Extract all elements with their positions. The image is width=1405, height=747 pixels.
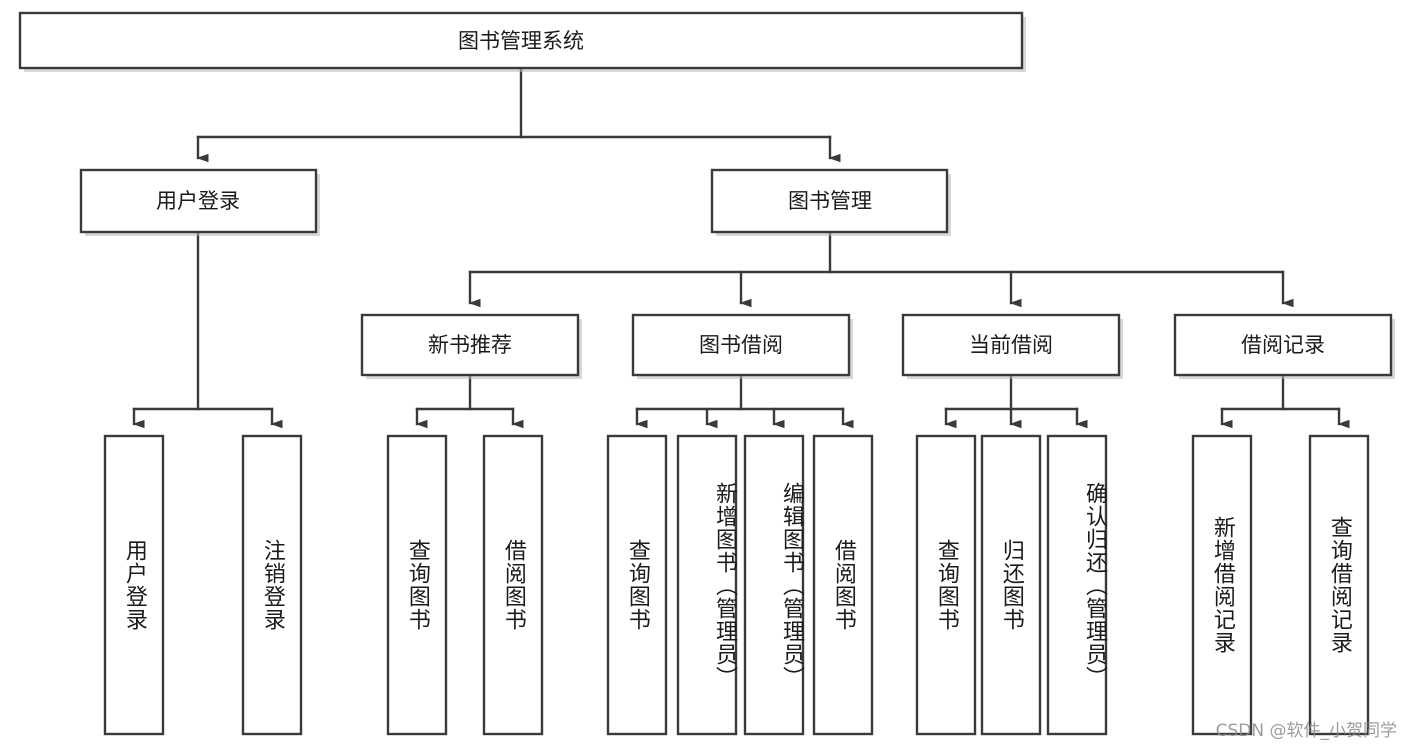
watermark-text: CSDN @软件_小贺同学 <box>1215 721 1397 741</box>
node-user-login[interactable]: 用户登录 <box>79 168 320 236</box>
node-current-borrow-label: 当前借阅 <box>969 333 1053 357</box>
leaf-box-add-borrow-record[interactable] <box>1191 434 1253 736</box>
node-layer: 图书管理系统 用户登录 图书管理 新书推荐 <box>18 11 1395 736</box>
node-root-label: 图书管理系统 <box>458 29 584 53</box>
node-borrow-record[interactable]: 借阅记录 <box>1173 313 1395 379</box>
leaf-box-query-book-a[interactable] <box>386 434 448 736</box>
node-book-management[interactable]: 图书管理 <box>710 168 951 236</box>
node-book-borrow-label: 图书借阅 <box>699 333 783 357</box>
node-user-login-label: 用户登录 <box>156 189 240 213</box>
node-root-book-management-system[interactable]: 图书管理系统 <box>18 11 1026 72</box>
leaf-box-add-book-admin[interactable] <box>676 434 738 736</box>
connector-layer <box>132 66 1350 429</box>
node-new-book-recommend-label: 新书推荐 <box>428 333 512 357</box>
node-current-borrow[interactable]: 当前借阅 <box>901 313 1123 379</box>
leaf-box-return-book[interactable] <box>980 434 1042 736</box>
leaf-box-query-book-c[interactable] <box>915 434 977 736</box>
node-new-book-recommend[interactable]: 新书推荐 <box>360 313 582 379</box>
leaf-box-edit-book-admin[interactable] <box>743 434 805 736</box>
leaf-box-logout[interactable] <box>241 434 303 736</box>
node-book-borrow[interactable]: 图书借阅 <box>631 313 853 379</box>
leaf-box-borrow-book-a[interactable] <box>482 434 544 736</box>
leaf-box-borrow-book-b[interactable] <box>812 434 874 736</box>
leaf-box-query-book-b[interactable] <box>606 434 668 736</box>
leaf-box-confirm-return-admin[interactable] <box>1046 434 1108 736</box>
node-borrow-record-label: 借阅记录 <box>1241 333 1325 357</box>
leaf-box-user-login[interactable] <box>103 434 165 736</box>
node-book-management-label: 图书管理 <box>788 189 872 213</box>
leaf-box-query-borrow-record[interactable] <box>1308 434 1370 736</box>
